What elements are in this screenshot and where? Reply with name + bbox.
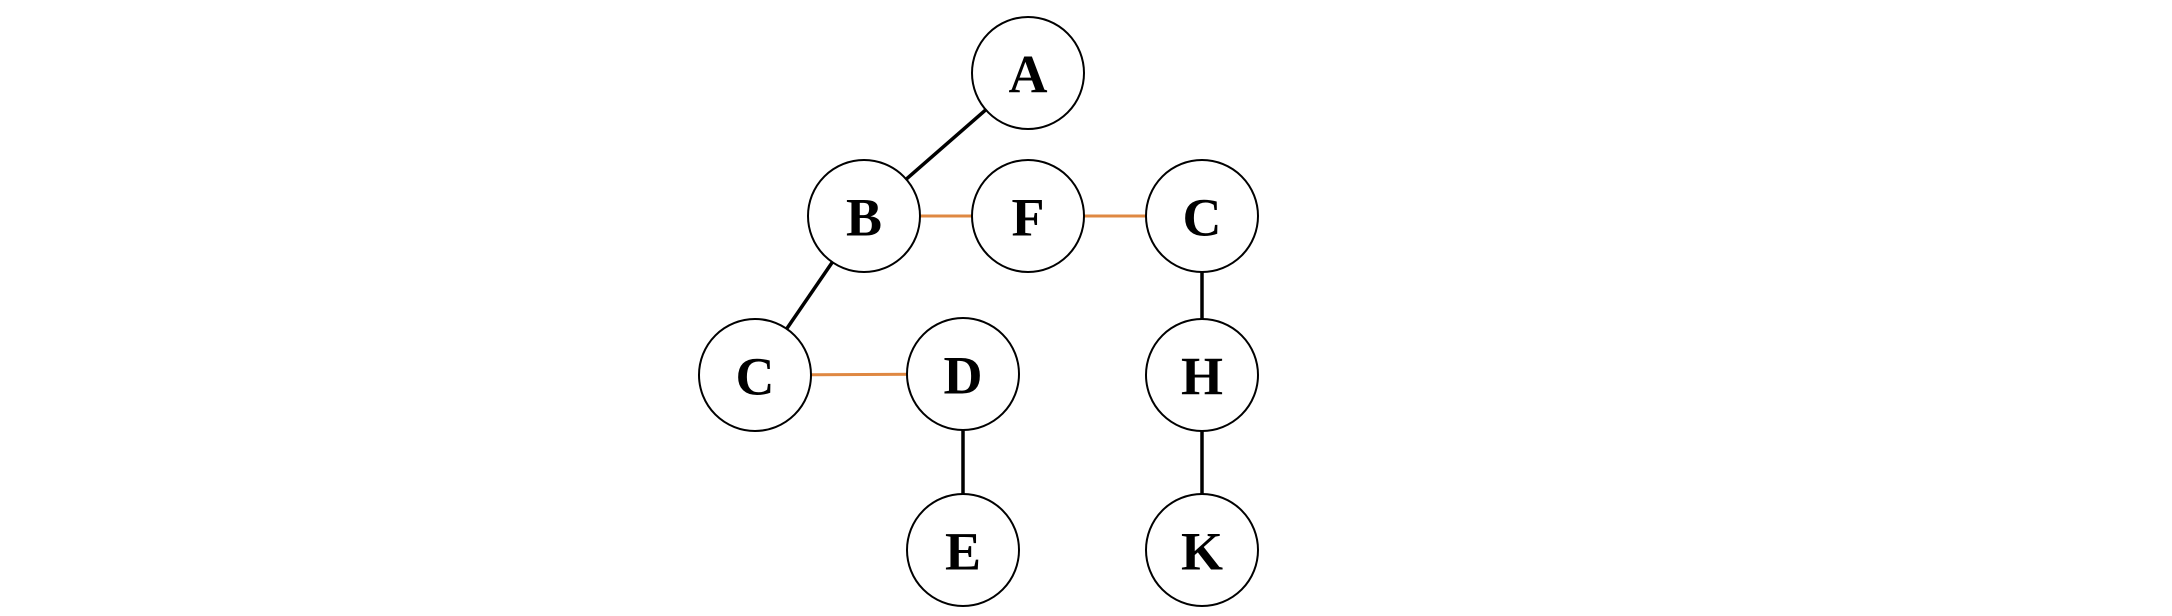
node-H: H: [1145, 318, 1259, 432]
node-C1: C: [698, 318, 812, 432]
node-circle-C1: [698, 318, 812, 432]
node-label-D: D: [944, 345, 983, 405]
node-E: E: [906, 493, 1020, 607]
node-C2: C: [1145, 159, 1259, 273]
node-D: D: [906, 317, 1020, 431]
node-circle-A: [971, 16, 1085, 130]
node-circle-K: [1145, 493, 1259, 607]
node-label-C1: C: [736, 346, 775, 406]
node-circle-F: [971, 159, 1085, 273]
node-label-F: F: [1012, 187, 1045, 247]
node-circle-B: [807, 159, 921, 273]
node-label-B: B: [846, 187, 882, 247]
node-label-E: E: [945, 521, 981, 581]
node-F: F: [971, 159, 1085, 273]
node-A: A: [971, 16, 1085, 130]
node-circle-D: [906, 317, 1020, 431]
node-label-K: K: [1181, 521, 1223, 581]
node-circle-E: [906, 493, 1020, 607]
node-circle-H: [1145, 318, 1259, 432]
node-label-A: A: [1009, 44, 1048, 104]
node-K: K: [1145, 493, 1259, 607]
node-B: B: [807, 159, 921, 273]
node-label-C2: C: [1183, 187, 1222, 247]
node-circle-C2: [1145, 159, 1259, 273]
node-label-H: H: [1181, 346, 1223, 406]
